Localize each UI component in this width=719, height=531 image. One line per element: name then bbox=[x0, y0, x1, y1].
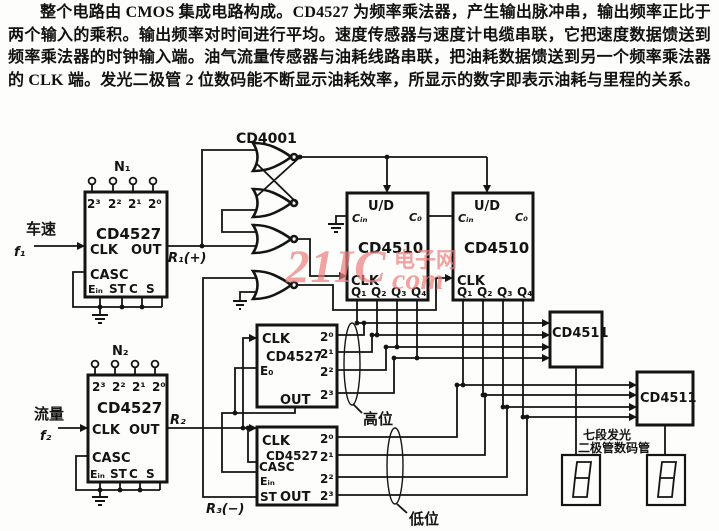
label-f2: f₂ bbox=[40, 429, 52, 444]
pin-q4: Q₄ bbox=[517, 285, 532, 299]
pin-2p1: 2¹ bbox=[132, 380, 146, 394]
pin-2p1: 2¹ bbox=[320, 450, 334, 464]
label-speed: 车速 bbox=[26, 220, 56, 238]
ic-cd4527-flow: 2³ 2² 2¹ 2⁰ CD4527 CLK OUT CASC Eᵢₙ ST C… bbox=[86, 373, 169, 484]
pin-2p2: 2² bbox=[320, 365, 334, 379]
pin-2p1: 2¹ bbox=[128, 197, 142, 211]
label-cd4001: CD4001 bbox=[236, 131, 297, 147]
pin-2p1: 2¹ bbox=[320, 347, 334, 361]
pin-s: S bbox=[146, 467, 155, 481]
pin-out: OUT bbox=[131, 243, 162, 258]
input-terminals bbox=[87, 176, 160, 369]
pin-clk: CLK bbox=[457, 274, 486, 289]
ic-cd4511-1: CD4511 bbox=[548, 310, 609, 369]
seven-segment-display-1 bbox=[560, 453, 602, 507]
ic-cd4527-low: CLK CD4527 CASC Eᵢₙ ST OUT 2⁰ 2¹ 2² 2³ bbox=[255, 425, 339, 507]
pin-cin: Cᵢₙ bbox=[352, 212, 368, 225]
pin-out: OUT bbox=[129, 423, 160, 438]
pin-2p2: 2² bbox=[112, 380, 126, 394]
pin-q3: Q₃ bbox=[497, 285, 512, 299]
pin-q3: Q₃ bbox=[391, 285, 406, 299]
pin-clk: CLK bbox=[90, 243, 119, 258]
pin-st: ST bbox=[260, 490, 278, 504]
ic-name: CD4527 bbox=[266, 449, 318, 463]
pin-q2: Q₂ bbox=[371, 285, 386, 299]
pin-2p2: 2² bbox=[108, 197, 122, 211]
pin-2p3: 2³ bbox=[87, 197, 101, 211]
pin-2p0: 2⁰ bbox=[320, 330, 334, 344]
pin-clk: CLK bbox=[351, 274, 380, 289]
pin-clk: CLK bbox=[262, 434, 291, 449]
pin-e0: E₀ bbox=[260, 364, 273, 378]
pin-out: OUT bbox=[280, 490, 311, 505]
nor-gate-3 bbox=[250, 223, 299, 255]
pin-co: C₀ bbox=[515, 211, 528, 224]
label-high: 高位 bbox=[363, 410, 393, 428]
display-caption-line2: 二极管数码管 bbox=[578, 440, 650, 455]
ic-name: CD4527 bbox=[96, 225, 161, 243]
pin-q4: Q₄ bbox=[411, 285, 426, 299]
pin-ein: Eᵢₙ bbox=[260, 475, 275, 488]
pin-clk: CLK bbox=[92, 423, 121, 438]
pin-c: C bbox=[129, 467, 138, 481]
pin-casc: CASC bbox=[259, 460, 295, 474]
pin-ein: Eᵢₙ bbox=[90, 468, 105, 481]
junction-dots bbox=[97, 154, 530, 493]
pin-casc: CASC bbox=[92, 451, 131, 466]
cable-ellipse-high bbox=[343, 322, 361, 406]
display-caption-line1: 七段发光 bbox=[583, 427, 631, 442]
wires bbox=[34, 149, 666, 514]
ic-name: CD4527 bbox=[97, 399, 162, 417]
label-n1: N₁ bbox=[114, 160, 131, 175]
label-n2: N₂ bbox=[112, 344, 129, 359]
description-paragraph: 整个电路由 CMOS 集成电路构成。CD4527 为频率乘法器，产生输出脉冲串，… bbox=[8, 4, 711, 90]
pin-casc: CASC bbox=[90, 268, 129, 283]
pin-2p0: 2⁰ bbox=[320, 432, 334, 446]
label-r1: R₁(+) bbox=[168, 251, 206, 266]
pin-2p3: 2³ bbox=[320, 388, 334, 402]
pin-ud: U/D bbox=[474, 199, 500, 214]
pin-2p0: 2⁰ bbox=[148, 197, 162, 211]
ic-cd4527-high: CLK CD4527 E₀ OUT 2⁰ 2¹ 2² 2³ bbox=[255, 323, 339, 409]
ground-symbols bbox=[92, 223, 344, 506]
pin-q2: Q₂ bbox=[477, 285, 492, 299]
label-f1: f₁ bbox=[14, 245, 26, 260]
pin-2p2: 2² bbox=[320, 472, 334, 486]
ic-name: CD4511 bbox=[640, 391, 697, 406]
ic-name: CD4511 bbox=[552, 326, 609, 341]
pin-q1: Q₁ bbox=[351, 285, 366, 299]
ic-cd4511-2: CD4511 bbox=[635, 370, 697, 427]
ic-cd4510-1: U/D Cᵢₙ C₀ CD4510 CLK Q₁ Q₂ Q₃ Q₄ bbox=[345, 191, 430, 302]
nor-gates-cd4001 bbox=[250, 141, 299, 301]
pin-ud: U/D bbox=[368, 199, 394, 214]
ic-cd4510-2: U/D Cᵢₙ C₀ CD4510 CLK Q₁ Q₂ Q₃ Q₄ bbox=[451, 191, 535, 302]
ic-name: CD4527 bbox=[266, 350, 323, 365]
pin-clk: CLK bbox=[262, 332, 291, 347]
pin-ein: Eᵢₙ bbox=[88, 283, 103, 296]
ic-name: CD4510 bbox=[358, 239, 423, 257]
pin-q1: Q₁ bbox=[457, 285, 472, 299]
pin-co: C₀ bbox=[409, 211, 422, 224]
pin-out: OUT bbox=[280, 393, 311, 408]
pin-2p3: 2³ bbox=[320, 489, 334, 503]
cable-ellipse-low bbox=[386, 427, 404, 505]
pin-cin: Cᵢₙ bbox=[458, 212, 474, 225]
ic-cd4527-speed: 2³ 2² 2¹ 2⁰ CD4527 CLK OUT CASC Eᵢₙ ST C… bbox=[83, 190, 169, 299]
label-r2: R₂ bbox=[170, 413, 186, 428]
label-low: 低位 bbox=[408, 510, 439, 528]
pin-s: S bbox=[146, 282, 155, 296]
seven-segment-display-2 bbox=[645, 453, 687, 507]
nor-gate-1 bbox=[250, 141, 299, 173]
pin-c: C bbox=[129, 282, 138, 296]
ic-name: CD4510 bbox=[464, 239, 529, 257]
label-flow: 流量 bbox=[34, 405, 64, 423]
nor-gate-2 bbox=[250, 187, 299, 219]
nor-gate-4 bbox=[250, 269, 299, 301]
pin-st: ST bbox=[109, 282, 127, 296]
pin-2p3: 2³ bbox=[92, 380, 106, 394]
label-r3: R₃(−) bbox=[206, 502, 244, 517]
pin-2p0: 2⁰ bbox=[152, 380, 166, 394]
pin-st: ST bbox=[110, 467, 128, 481]
